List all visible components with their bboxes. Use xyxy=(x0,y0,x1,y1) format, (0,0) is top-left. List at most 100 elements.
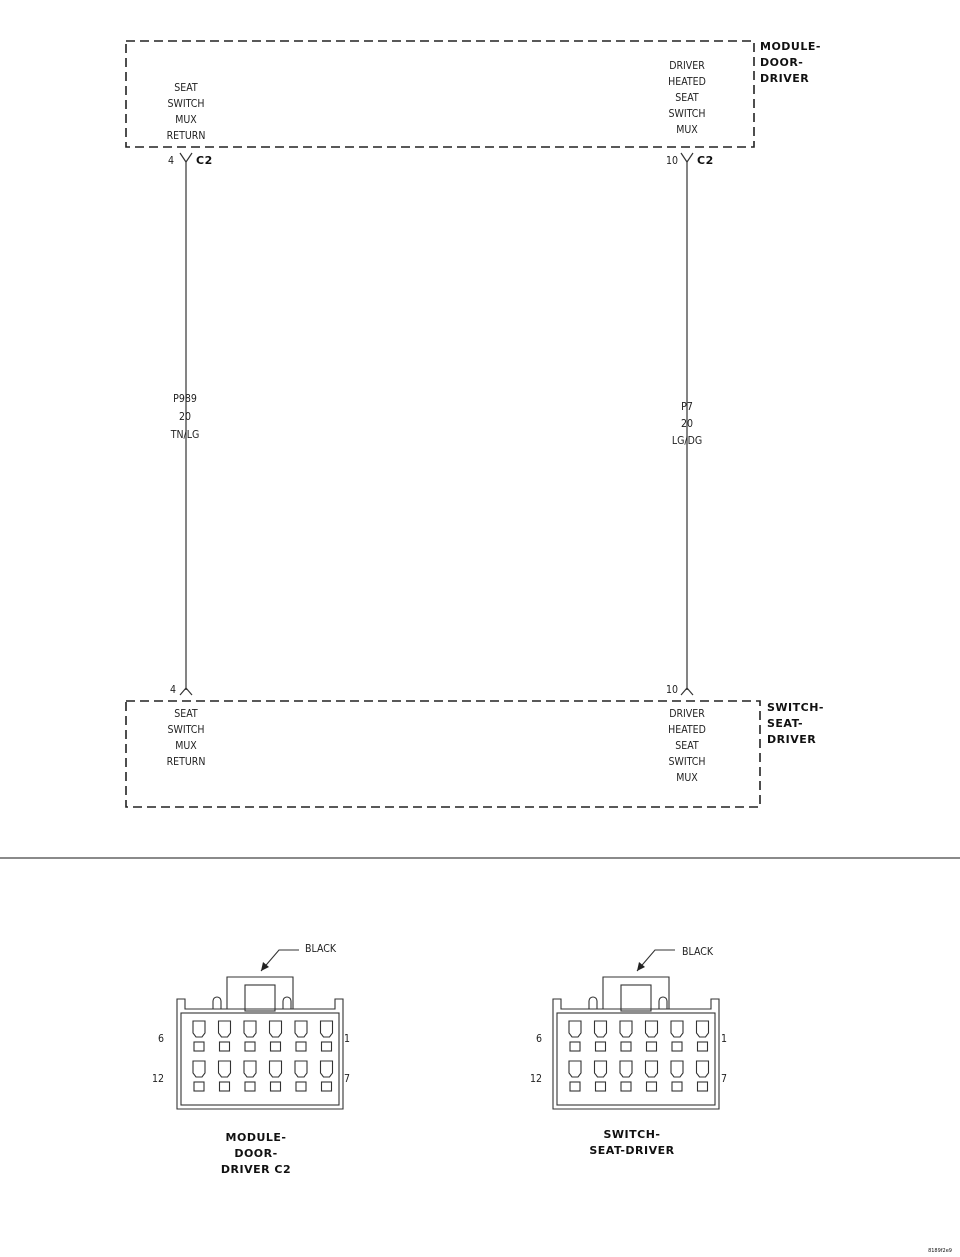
wire-p7-circuit: P7 xyxy=(681,401,693,413)
figure-id: 8189f2e9 xyxy=(928,1248,952,1254)
wire-p989: P989 20 TN/LG xyxy=(170,152,200,696)
connector-terminal xyxy=(269,1041,282,1052)
bottom-right-pin-label-line: DRIVER xyxy=(669,708,705,720)
bottom-right-pin-number: 10 xyxy=(666,684,678,696)
connector-cavity xyxy=(670,1060,684,1078)
bottom-right-pin-label: DRIVER HEATED SEAT SWITCH MUX xyxy=(668,708,706,784)
connector-color-arrowhead xyxy=(261,962,269,971)
bottom-right-pin-label-line: SEAT xyxy=(675,740,699,752)
connector-terminal xyxy=(645,1041,658,1052)
wire-p989-color: TN/LG xyxy=(170,429,200,441)
connector-terminal xyxy=(244,1041,256,1052)
female-terminal-symbol xyxy=(680,152,694,164)
bottom-right-pin-label-line: SWITCH xyxy=(669,756,706,768)
connector-terminal xyxy=(244,1081,256,1092)
connector-post xyxy=(212,996,222,1009)
connector-cavity xyxy=(319,1060,334,1078)
connector-cavity xyxy=(695,1060,710,1078)
connector-latch xyxy=(602,976,670,1009)
connector-cavity xyxy=(243,1060,257,1078)
male-terminal-symbol xyxy=(179,687,193,696)
connector-post xyxy=(658,996,668,1009)
top-right-pin-label-line: DRIVER xyxy=(669,60,705,72)
connector-cavity xyxy=(644,1060,659,1078)
top-left-pin-label-line: RETURN xyxy=(167,130,206,142)
connector-latch xyxy=(226,976,294,1009)
switch-seat-driver: 4 10 SWITCH- SEAT- DRIVER SEAT SWITCH MU… xyxy=(125,684,824,808)
connector-caption-line: SWITCH- xyxy=(604,1128,661,1141)
connector-terminal xyxy=(193,1041,205,1052)
connector-inner-face xyxy=(556,1012,716,1106)
module-door-driver-name-2: DOOR- xyxy=(760,56,803,69)
female-terminal-symbol xyxy=(179,152,193,164)
connector-cavity xyxy=(644,1020,659,1038)
connector-cavity xyxy=(619,1060,633,1078)
connector-view-switch-seat-driver xyxy=(552,949,720,1110)
connector-cavity xyxy=(568,1060,582,1078)
connector-terminal xyxy=(218,1041,231,1052)
male-terminal-symbol xyxy=(680,687,694,696)
connector-caption-line: SEAT-DRIVER xyxy=(589,1144,674,1157)
connector-cavity xyxy=(243,1020,257,1038)
connector-color-label: BLACK xyxy=(682,946,714,958)
top-left-pin-label-line: MUX xyxy=(175,114,197,126)
connector-inner-face xyxy=(180,1012,340,1106)
module-door-driver-name-1: MODULE- xyxy=(760,40,821,53)
connector-terminal xyxy=(295,1041,307,1052)
connector-terminal xyxy=(569,1081,581,1092)
top-left-pin-label: SEAT SWITCH MUX RETURN xyxy=(167,82,206,142)
connector-cavity xyxy=(217,1060,232,1078)
bottom-right-pin-label-line: MUX xyxy=(676,772,698,784)
connector-terminal xyxy=(594,1081,607,1092)
connector-caption-line: DRIVER C2 xyxy=(221,1163,291,1176)
connector-cavity xyxy=(294,1020,308,1038)
bottom-left-pin-number: 4 xyxy=(170,684,176,696)
bottom-left-pin-label-line: SEAT xyxy=(174,708,198,720)
pin-number-label: 7 xyxy=(344,1073,350,1085)
connector-color-label: BLACK xyxy=(305,943,337,955)
switch-seat-driver-name-2: SEAT- xyxy=(767,717,803,730)
pin-number-label: 12 xyxy=(152,1073,164,1085)
connector-color-leader xyxy=(636,949,675,972)
connector-terminal xyxy=(671,1041,683,1052)
connector-lock-tab xyxy=(244,984,276,1012)
top-left-connector-id: C2 xyxy=(196,154,213,167)
pin-number-label: 7 xyxy=(721,1073,727,1085)
bottom-left-pin-label-line: SWITCH xyxy=(168,724,205,736)
connector-cavity xyxy=(619,1020,633,1038)
top-right-pin-label-line: HEATED xyxy=(668,76,706,88)
switch-seat-driver-boundary xyxy=(125,700,761,808)
connector-lock-tab xyxy=(620,984,652,1012)
connector-cavity xyxy=(268,1060,283,1078)
connector-view-module-door-driver-c2 xyxy=(176,949,344,1110)
connector-cavity xyxy=(192,1060,206,1078)
connector-cavity xyxy=(568,1020,582,1038)
top-right-pin-label-line: SWITCH xyxy=(669,108,706,120)
connector-cavity xyxy=(217,1020,232,1038)
connector-cavity xyxy=(192,1020,206,1038)
pin-number-label: 6 xyxy=(536,1033,542,1045)
connector-caption-line: MODULE- xyxy=(226,1131,287,1144)
bottom-right-pin-label-line: HEATED xyxy=(668,724,706,736)
top-right-pin-label-line: MUX xyxy=(676,124,698,136)
connector-terminal xyxy=(269,1081,282,1092)
module-door-driver-name-3: DRIVER xyxy=(760,72,809,85)
connector-post xyxy=(588,996,598,1009)
top-right-pin-label: DRIVER HEATED SEAT SWITCH MUX xyxy=(668,60,706,136)
connector-color-leader xyxy=(260,949,299,972)
connector-terminal xyxy=(295,1081,307,1092)
connector-caption-line: DOOR- xyxy=(234,1147,277,1160)
wire-p7: P7 20 LG/DG xyxy=(672,152,702,696)
connector-terminal xyxy=(620,1081,632,1092)
connector-terminal xyxy=(594,1041,607,1052)
connector-terminal xyxy=(696,1041,709,1052)
connector-terminal xyxy=(320,1041,333,1052)
top-left-pin-label-line: SEAT xyxy=(174,82,198,94)
connector-terminal xyxy=(569,1041,581,1052)
module-door-driver: MODULE- DOOR- DRIVER SEAT SWITCH MUX RET… xyxy=(125,40,821,167)
module-door-driver-boundary xyxy=(125,40,755,148)
connector-terminal xyxy=(620,1041,632,1052)
wire-p7-gauge: 20 xyxy=(681,418,693,430)
connector-cavity xyxy=(319,1020,334,1038)
